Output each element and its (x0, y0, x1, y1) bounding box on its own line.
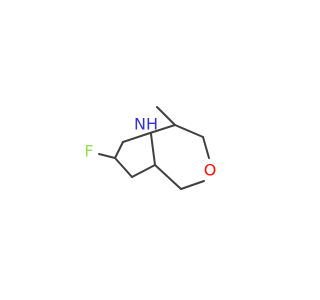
bond-c1-c2 (174, 124, 204, 138)
oxygen-atom-label: O (204, 161, 217, 180)
nitrogen-atom-label: NH (134, 115, 158, 134)
bond-c1-c8 (146, 124, 176, 135)
bond-c8-c7 (122, 133, 148, 143)
bond-o3-c4 (180, 180, 205, 190)
bond-c1-n (156, 106, 176, 126)
bond-n-c5 (150, 133, 156, 166)
atom-labels: NH O F (84, 115, 216, 180)
molecule-diagram: NH O F (84, 106, 216, 190)
bond-c4-c5 (154, 164, 182, 190)
bond-c7-c8 (114, 141, 124, 159)
fluorine-atom-label: F (84, 142, 93, 161)
bond-c2-o3 (202, 136, 210, 159)
bond-c7-f (98, 153, 116, 159)
bond-group (98, 106, 210, 190)
bond-c6-c7 (114, 157, 133, 178)
bond-c5-c6 (131, 164, 156, 178)
